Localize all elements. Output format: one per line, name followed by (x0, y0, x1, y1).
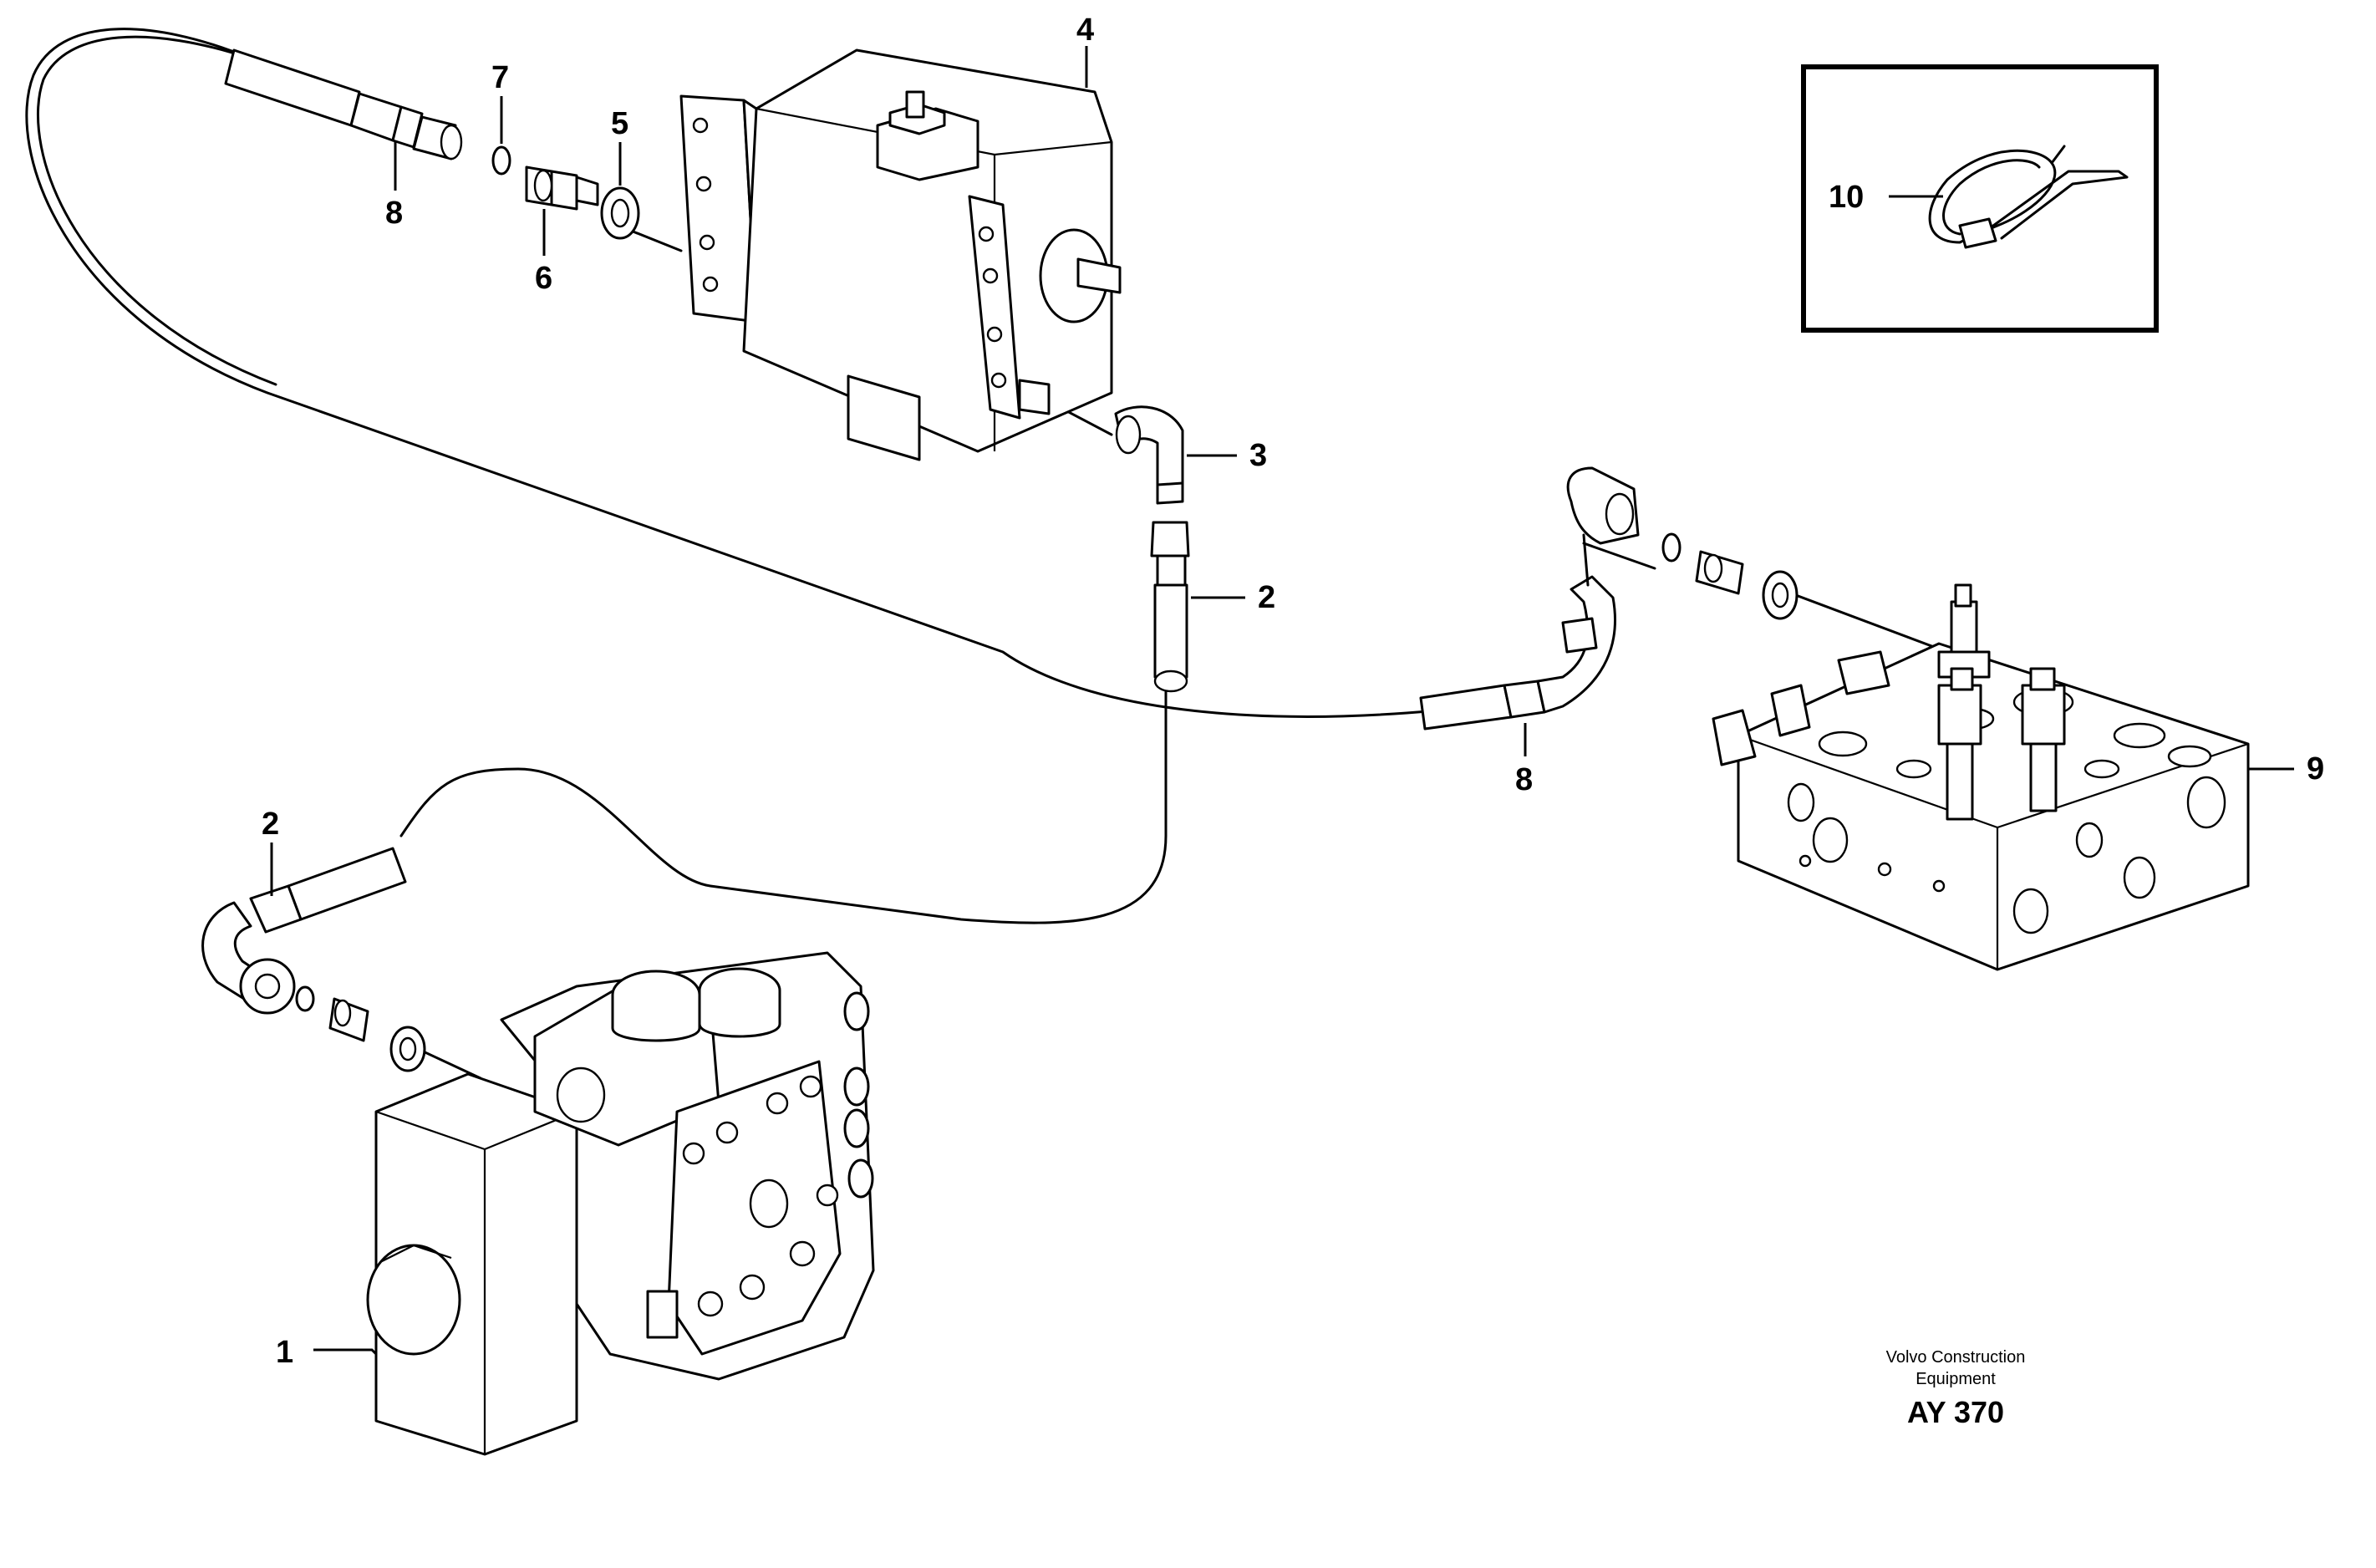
valve-unit-4 (679, 48, 1122, 461)
callout-10: 10 (1829, 180, 1864, 215)
hose-end-8-mid (1419, 575, 1616, 731)
hose-lines (25, 28, 1949, 1080)
callout-7: 7 (491, 60, 509, 95)
o-ring-7 (491, 145, 511, 176)
small-fittings-lower (295, 985, 426, 1072)
callout-4: 4 (1076, 13, 1094, 48)
credit-line-1: Volvo Construction (1886, 1348, 2026, 1367)
figure-code: AY 370 (1907, 1395, 2004, 1429)
elbow-fitting-upper-right (1566, 466, 1640, 587)
adapter-6 (525, 165, 599, 211)
leader-lines (270, 46, 2294, 1356)
callout-2-upper: 2 (1258, 580, 1275, 615)
callout-8-mid: 8 (1515, 762, 1533, 797)
valve-block-9 (1712, 583, 2250, 971)
hose-end-2-lower (201, 847, 407, 1015)
hose-end-2-upper (1150, 521, 1190, 693)
small-fittings-right (1661, 532, 1799, 620)
hose-fitting-top (224, 48, 463, 160)
callout-2-lower: 2 (262, 807, 279, 842)
callout-1: 1 (276, 1335, 293, 1370)
callout-3: 3 (1249, 438, 1267, 473)
callout-labels: 1 2 2 3 4 5 6 7 8 8 9 10 (262, 13, 2324, 1370)
callout-6: 6 (535, 261, 552, 296)
credit-line-2: Equipment (1916, 1370, 1996, 1388)
callout-9: 9 (2307, 751, 2324, 787)
callout-5: 5 (611, 106, 628, 141)
figure-credit: Volvo Construction Equipment AY 370 (1886, 1348, 2026, 1429)
cable-tie-inset (1801, 64, 2159, 333)
seal-washer-5 (600, 186, 640, 240)
pump-unit-1 (366, 951, 875, 1456)
callout-8-upper: 8 (385, 196, 403, 231)
elbow-fitting-3 (1114, 405, 1184, 505)
